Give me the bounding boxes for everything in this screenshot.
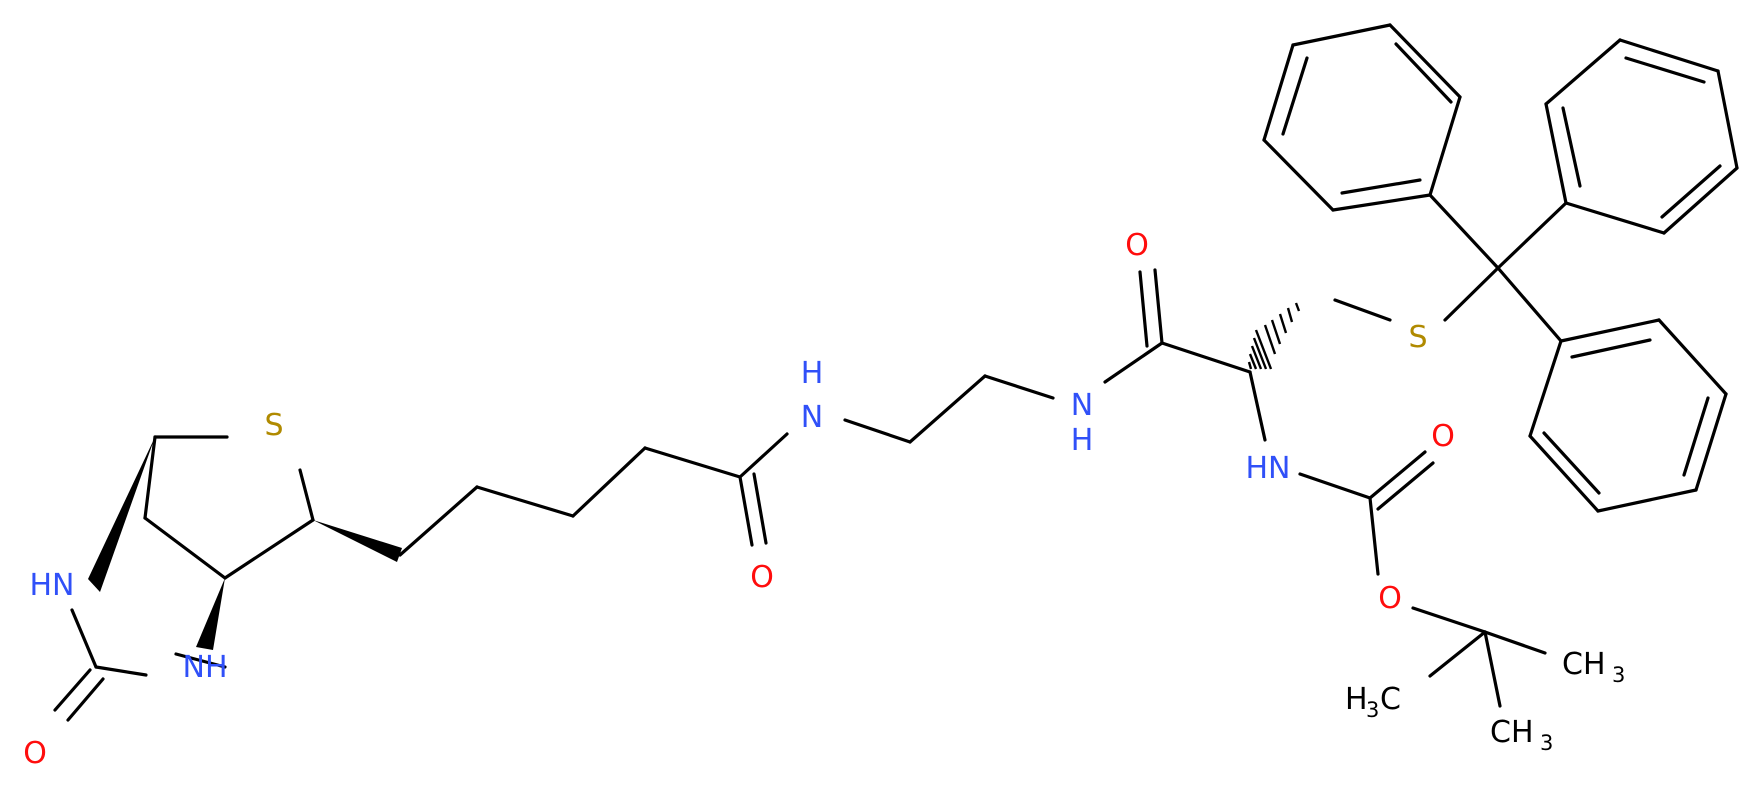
atom-label-methyl-left: H 3 C — [1345, 682, 1401, 722]
atom-label-s-trityl: S — [1408, 320, 1427, 355]
svg-text:H: H — [801, 356, 824, 391]
stereo-bonds — [88, 302, 1301, 650]
wedge-bond-c4 — [88, 437, 155, 592]
svg-text:C: C — [1380, 682, 1401, 717]
svg-text:CH: CH — [1562, 647, 1606, 682]
svg-text:H: H — [1071, 423, 1094, 458]
atom-label-n-carbamate: HN — [1246, 451, 1291, 486]
atom-label-n-amide2: N H — [1071, 388, 1094, 458]
atom-label-s-ring: S — [264, 408, 283, 443]
atom-label-methyl-right: CH 3 — [1562, 647, 1625, 687]
svg-text:3: 3 — [1366, 698, 1379, 722]
svg-text:N: N — [801, 400, 823, 435]
svg-text:CH: CH — [1490, 715, 1534, 750]
atom-label-o-amide2: O — [1125, 228, 1149, 263]
atom-label-o-ester: O — [1378, 581, 1402, 616]
atom-label-methyl-bottom: CH 3 — [1490, 715, 1553, 755]
atom-label-n-amide1: H N — [801, 356, 824, 435]
atom-label-n-bottom: NH — [183, 650, 228, 685]
wedge-bond-c2 — [313, 520, 402, 562]
atom-label-o-urea: O — [23, 736, 47, 771]
atom-label-o-carbonyl: O — [1431, 419, 1455, 454]
atom-label-o-amide1: O — [750, 560, 774, 595]
hash-bond-alpha-carbon — [1247, 302, 1301, 370]
svg-text:3: 3 — [1540, 731, 1553, 755]
atom-labels: O HN NH S H N O N H O HN O O S CH 3 H 3 … — [23, 228, 1625, 771]
wedge-bond-c3 — [196, 578, 225, 650]
bond-lines — [53, 23, 1739, 722]
svg-text:H: H — [1345, 682, 1368, 717]
atom-label-n-left: HN — [30, 568, 75, 603]
svg-text:N: N — [1071, 388, 1093, 423]
svg-text:3: 3 — [1612, 663, 1625, 687]
